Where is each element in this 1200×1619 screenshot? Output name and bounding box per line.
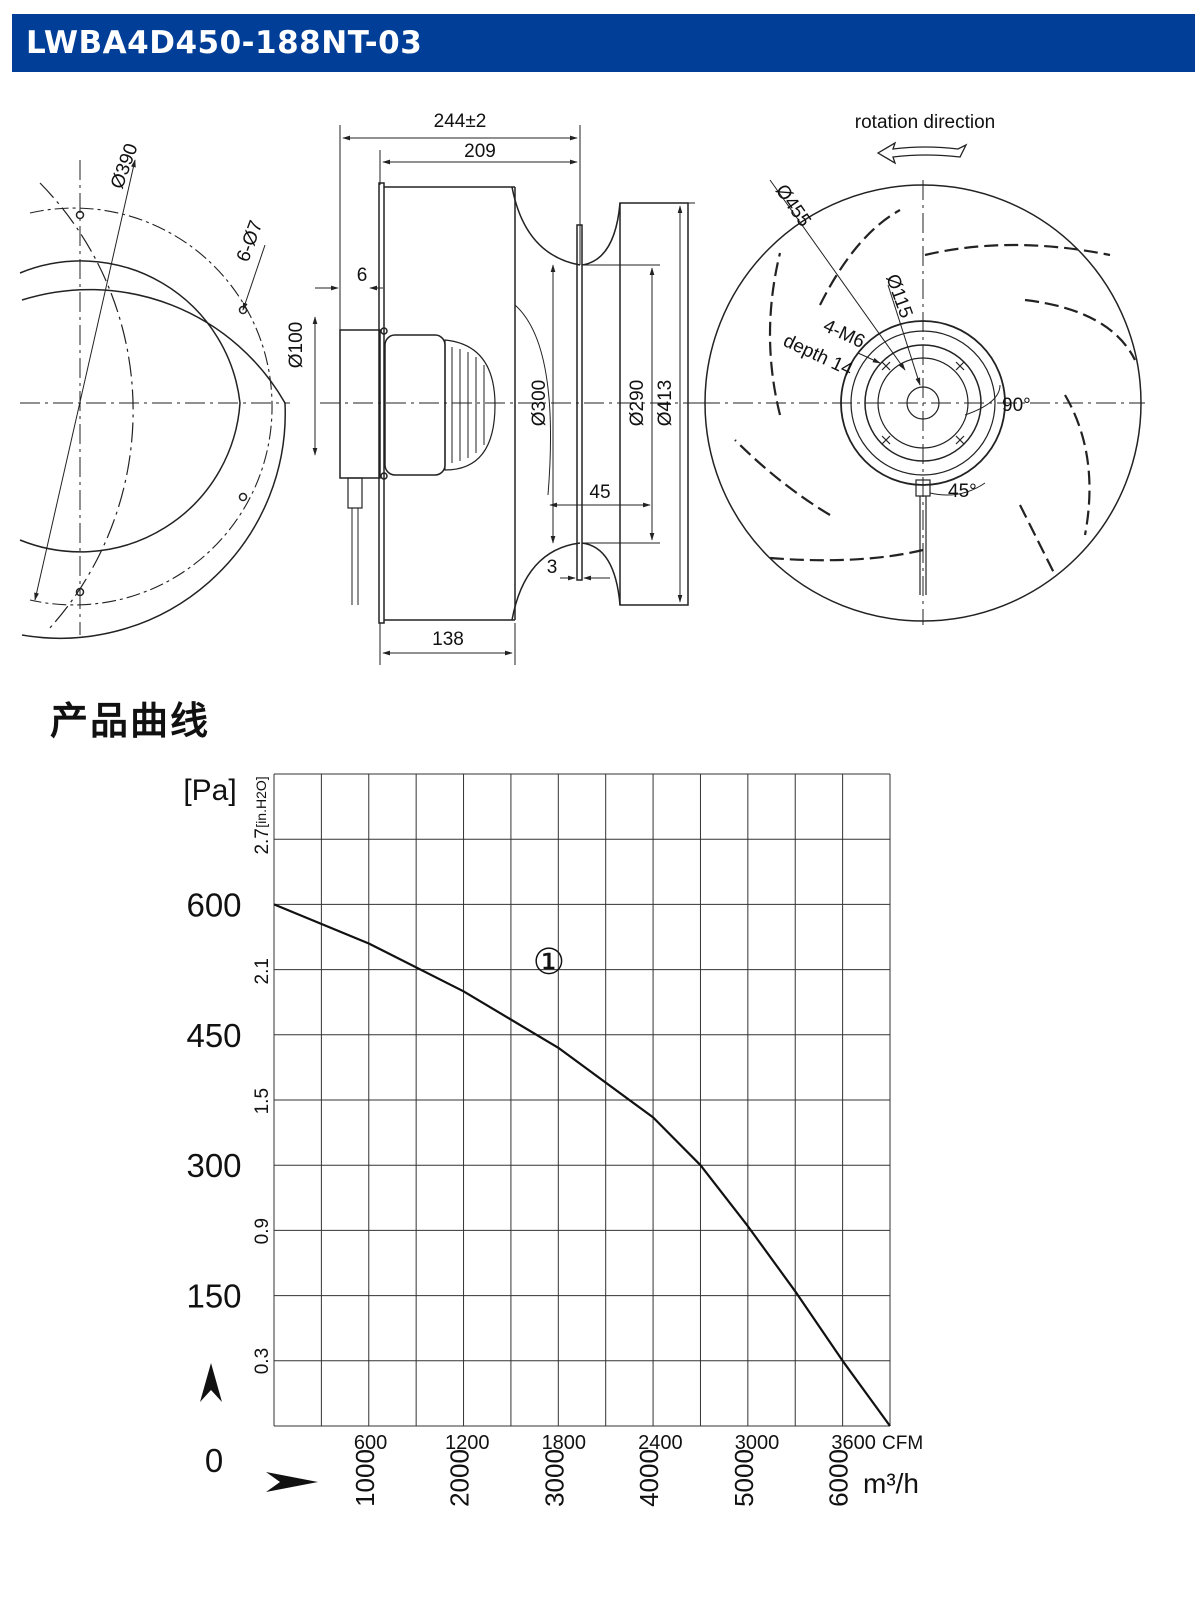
left-view: Ø390 6-Ø7 (19, 141, 290, 640)
dim-6: 6 (357, 265, 368, 286)
x-tick-cfm-label: 3000 (735, 1432, 780, 1454)
dim-455: Ø455 (771, 181, 815, 231)
x-tick-m3h-label: 2000 (445, 1449, 475, 1507)
series-label: ① (533, 942, 565, 983)
product-model-title: LWBA4D450-188NT-03 (26, 25, 423, 61)
x-tick-m3h-label: 5000 (729, 1449, 759, 1507)
rotation-arrow-icon (876, 141, 968, 165)
dim-3: 3 (547, 557, 558, 578)
y-tick-inh2o-label: 2.7 (252, 828, 273, 854)
dim-290: Ø290 (627, 380, 648, 426)
dim-244: 244±2 (434, 111, 487, 132)
side-view: 244±2 209 6 Ø100 (286, 111, 700, 665)
dim-209: 209 (464, 141, 496, 162)
series-group: ① (273, 903, 891, 1427)
dim-138: 138 (432, 629, 464, 650)
x-tick-cfm-label: 600 (354, 1432, 387, 1454)
dim-413: Ø413 (655, 380, 676, 426)
y-tick-pa-label: 450 (186, 1017, 241, 1054)
y-axis-unit-pa: [Pa] (183, 774, 236, 807)
thread-holes (881, 361, 965, 445)
dim-390: Ø390 (107, 141, 143, 192)
dim-100: Ø100 (286, 322, 307, 368)
y-tick-inh2o-label: 0.9 (252, 1218, 273, 1244)
y-ticks-inh2o: 0.3 0.9 1.5 2.1 2.7 (252, 828, 273, 1374)
angle-45-label: 45° (948, 481, 977, 502)
x-tick-m3h-label: 1000 (350, 1449, 380, 1507)
chart-grid (273, 773, 891, 1427)
impeller-blades (734, 209, 1136, 576)
y-tick-inh2o-label: 2.1 (252, 958, 273, 984)
dim-45: 45 (589, 482, 610, 503)
x-tick-cfm-label: 1800 (542, 1432, 587, 1454)
section-title: 产品曲线 (50, 699, 211, 743)
x-tick-m3h-label: 3000 (539, 1449, 569, 1507)
mount-hole (238, 492, 248, 502)
mount-hole (238, 305, 248, 315)
x-tick-m3h-label: 4000 (634, 1449, 664, 1507)
y-tick-pa-label: 300 (186, 1147, 241, 1184)
performance-chart: [Pa] [in.H2O] 0 150 300 450 600 0.3 0.9 1.5 2.1… (183, 773, 923, 1507)
dim-300: Ø300 (529, 380, 550, 426)
x-tick-cfm-label: 3600 (831, 1432, 876, 1454)
title-bar: LWBA4D450-188NT-03 (12, 14, 1195, 72)
series-line (273, 903, 891, 1427)
y-tick-pa-label: 0 (205, 1442, 223, 1479)
front-view: rotation direction Ø455 (700, 112, 1145, 625)
dim-115: Ø115 (881, 272, 916, 322)
x-axis-unit-m3h: m³/h (863, 1468, 919, 1499)
angle-90-label: 90° (1002, 395, 1031, 416)
y-axis-unit-inh2o: [in.H2O] (253, 776, 269, 827)
rotation-direction-label: rotation direction (855, 112, 995, 133)
dim-holes: 6-Ø7 (233, 218, 267, 265)
mount-hole (75, 210, 85, 220)
y-tick-inh2o-label: 0.3 (252, 1348, 273, 1374)
y-tick-pa-label: 150 (186, 1278, 241, 1315)
x-tick-cfm-label: 2400 (638, 1432, 683, 1454)
y-ticks-pa: 0 150 300 450 600 (186, 886, 241, 1479)
thread-label: 4-M6 (820, 315, 868, 352)
mount-hole (75, 587, 85, 597)
x-ticks-m3h: 1000 2000 3000 4000 5000 6000 (350, 1449, 854, 1507)
x-tick-m3h-label: 6000 (824, 1449, 854, 1507)
x-ticks-cfm: 600 1200 1800 2400 3000 3600 (354, 1432, 876, 1454)
technical-drawing: Ø390 6-Ø7 244±2 209 6 Ø100 (19, 111, 1145, 665)
x-tick-cfm-label: 1200 (445, 1432, 490, 1454)
y-tick-inh2o-label: 1.5 (252, 1088, 273, 1114)
y-tick-pa-label: 600 (186, 886, 241, 923)
motor-cooling-fins (451, 347, 485, 463)
x-axis-arrow-icon (266, 1472, 318, 1492)
y-axis-arrow-icon (200, 1363, 222, 1402)
x-axis-unit-cfm: CFM (882, 1433, 923, 1454)
